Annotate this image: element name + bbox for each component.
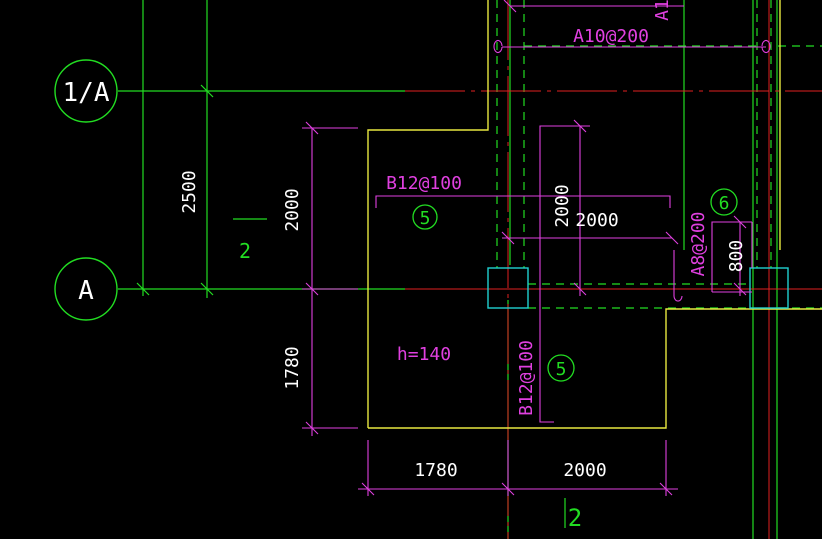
dim-slab-lower-height: 1780 — [282, 346, 303, 389]
grid-bubble-a: A — [54, 257, 118, 321]
grid-bubble-1a: 1/A — [54, 59, 118, 123]
label-horizontal-bars: B12@100 — [386, 173, 462, 194]
label-slab-thickness: h=140 — [397, 344, 451, 365]
dashed-beam-lines — [496, 0, 822, 309]
tick-a-left — [136, 282, 150, 296]
dim-axis-spacing: 2500 — [179, 170, 200, 213]
dim-inner-vertical: 2000 — [552, 184, 573, 227]
marker-5-lower: 5 — [547, 354, 575, 382]
svg-text:5: 5 — [556, 359, 567, 380]
dim-bottom-left: 1780 — [414, 460, 457, 481]
label-vertical-bars: B12@100 — [516, 340, 537, 416]
section-mark-left: 2 — [239, 239, 251, 263]
marker-5-top: 5 — [412, 204, 438, 230]
grid-lines — [118, 0, 822, 539]
svg-text:6: 6 — [719, 193, 730, 214]
svg-text:5: 5 — [420, 208, 431, 229]
column-left — [487, 267, 529, 309]
label-top-beam: A10@200 — [573, 26, 649, 47]
grid-bubble-1a-label: 1/A — [63, 78, 110, 108]
dim-slab-upper-height: 2000 — [282, 188, 303, 231]
axis-red-lines — [405, 0, 822, 539]
label-top-beam-vertical: A1 — [652, 0, 673, 21]
dim-small-vertical: 800 — [726, 240, 747, 273]
tick-a — [200, 282, 214, 296]
tick-1a — [200, 84, 214, 98]
slab-outline — [367, 0, 822, 429]
marker-6: 6 — [710, 188, 738, 216]
dim-bottom-right: 2000 — [563, 460, 606, 481]
section-mark-bottom: 2 — [568, 504, 582, 532]
dim-inner-horizontal: 2000 — [575, 210, 618, 231]
columns — [487, 267, 789, 309]
label-stirrup: A8@200 — [688, 211, 709, 276]
dimension-and-rebar-lines — [302, 0, 771, 496]
grid-bubble-a-label: A — [78, 276, 94, 306]
column-right — [749, 267, 789, 309]
